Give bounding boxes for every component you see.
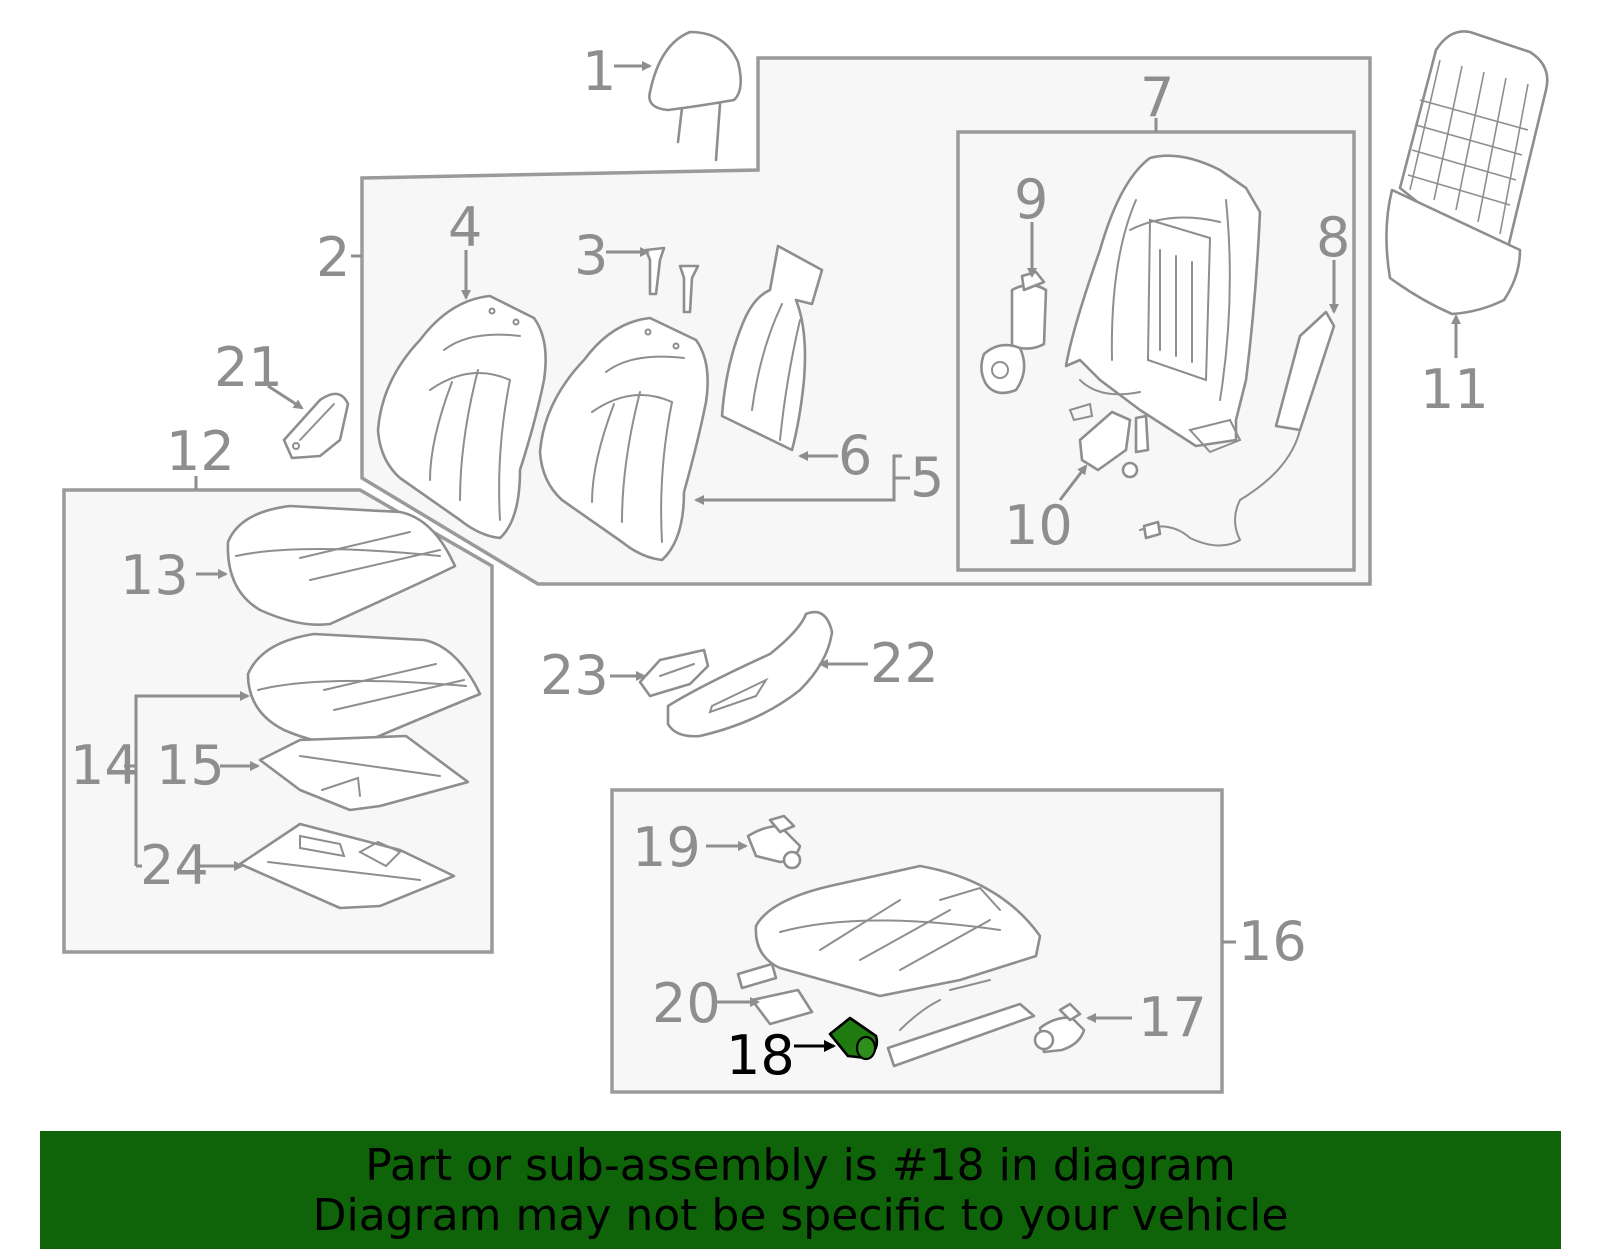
cushion-cover-part [226,504,457,626]
callout-23: 23 [540,644,609,707]
banner-line-disclaimer: Diagram may not be specific to your vehi… [312,1190,1289,1241]
seat-switch-part [638,648,710,698]
banner-line-part-number: Part or sub-assembly is #18 in diagram [365,1140,1236,1191]
seat-back-cover-part [376,294,547,540]
callout-1: 1 [582,40,616,103]
callout-12: 12 [166,420,235,483]
headrest-part [648,30,743,162]
callout-3: 3 [574,224,608,287]
callout-7: 7 [1140,66,1174,129]
seat-track-part [754,864,1042,1068]
seat-back-cover-assembly-part [538,316,709,562]
callout-24: 24 [140,834,209,897]
seat-parts-diagram: 1 2 3 4 5 6 7 8 9 10 11 12 13 14 15 16 1… [62,30,1549,1094]
sensor-mat-part [238,822,456,910]
callout-9: 9 [1014,168,1048,231]
clip-part [644,246,700,314]
callout-18-highlighted[interactable]: 18 [726,1024,795,1087]
seat-back-board-part [1385,30,1549,316]
side-airbag-part [1139,310,1336,547]
seat-back-frame-part [1064,154,1262,454]
control-module-part [736,962,814,1026]
height-motor-part [746,814,802,870]
trim-panel-part [720,244,824,452]
callout-20: 20 [652,972,721,1035]
callout-19: 19 [632,816,701,879]
trim-cover-part [282,392,350,460]
info-banner: Part or sub-assembly is #18 in diagram D… [40,1131,1561,1249]
callout-8: 8 [1316,206,1350,269]
track-motor-part [1033,1002,1086,1054]
callout-6: 6 [838,424,872,487]
side-shield-part [666,610,834,738]
heater-mat-part [258,734,470,812]
callout-10: 10 [1004,494,1073,557]
lumbar-switch-part [1078,410,1150,479]
callout-15: 15 [156,734,225,797]
callout-21: 21 [214,336,283,399]
callout-16: 16 [1238,910,1307,973]
callout-17: 17 [1138,986,1207,1049]
callout-5: 5 [910,446,944,509]
highlighted-part-18[interactable] [828,1016,879,1061]
callout-14: 14 [70,734,139,797]
cushion-pad-part [246,632,482,746]
callout-2: 2 [316,226,350,289]
callout-11: 11 [1420,358,1489,421]
leader-lines [124,61,1461,1052]
callout-22: 22 [870,632,939,695]
callout-4: 4 [448,196,482,259]
callout-13: 13 [120,544,189,607]
